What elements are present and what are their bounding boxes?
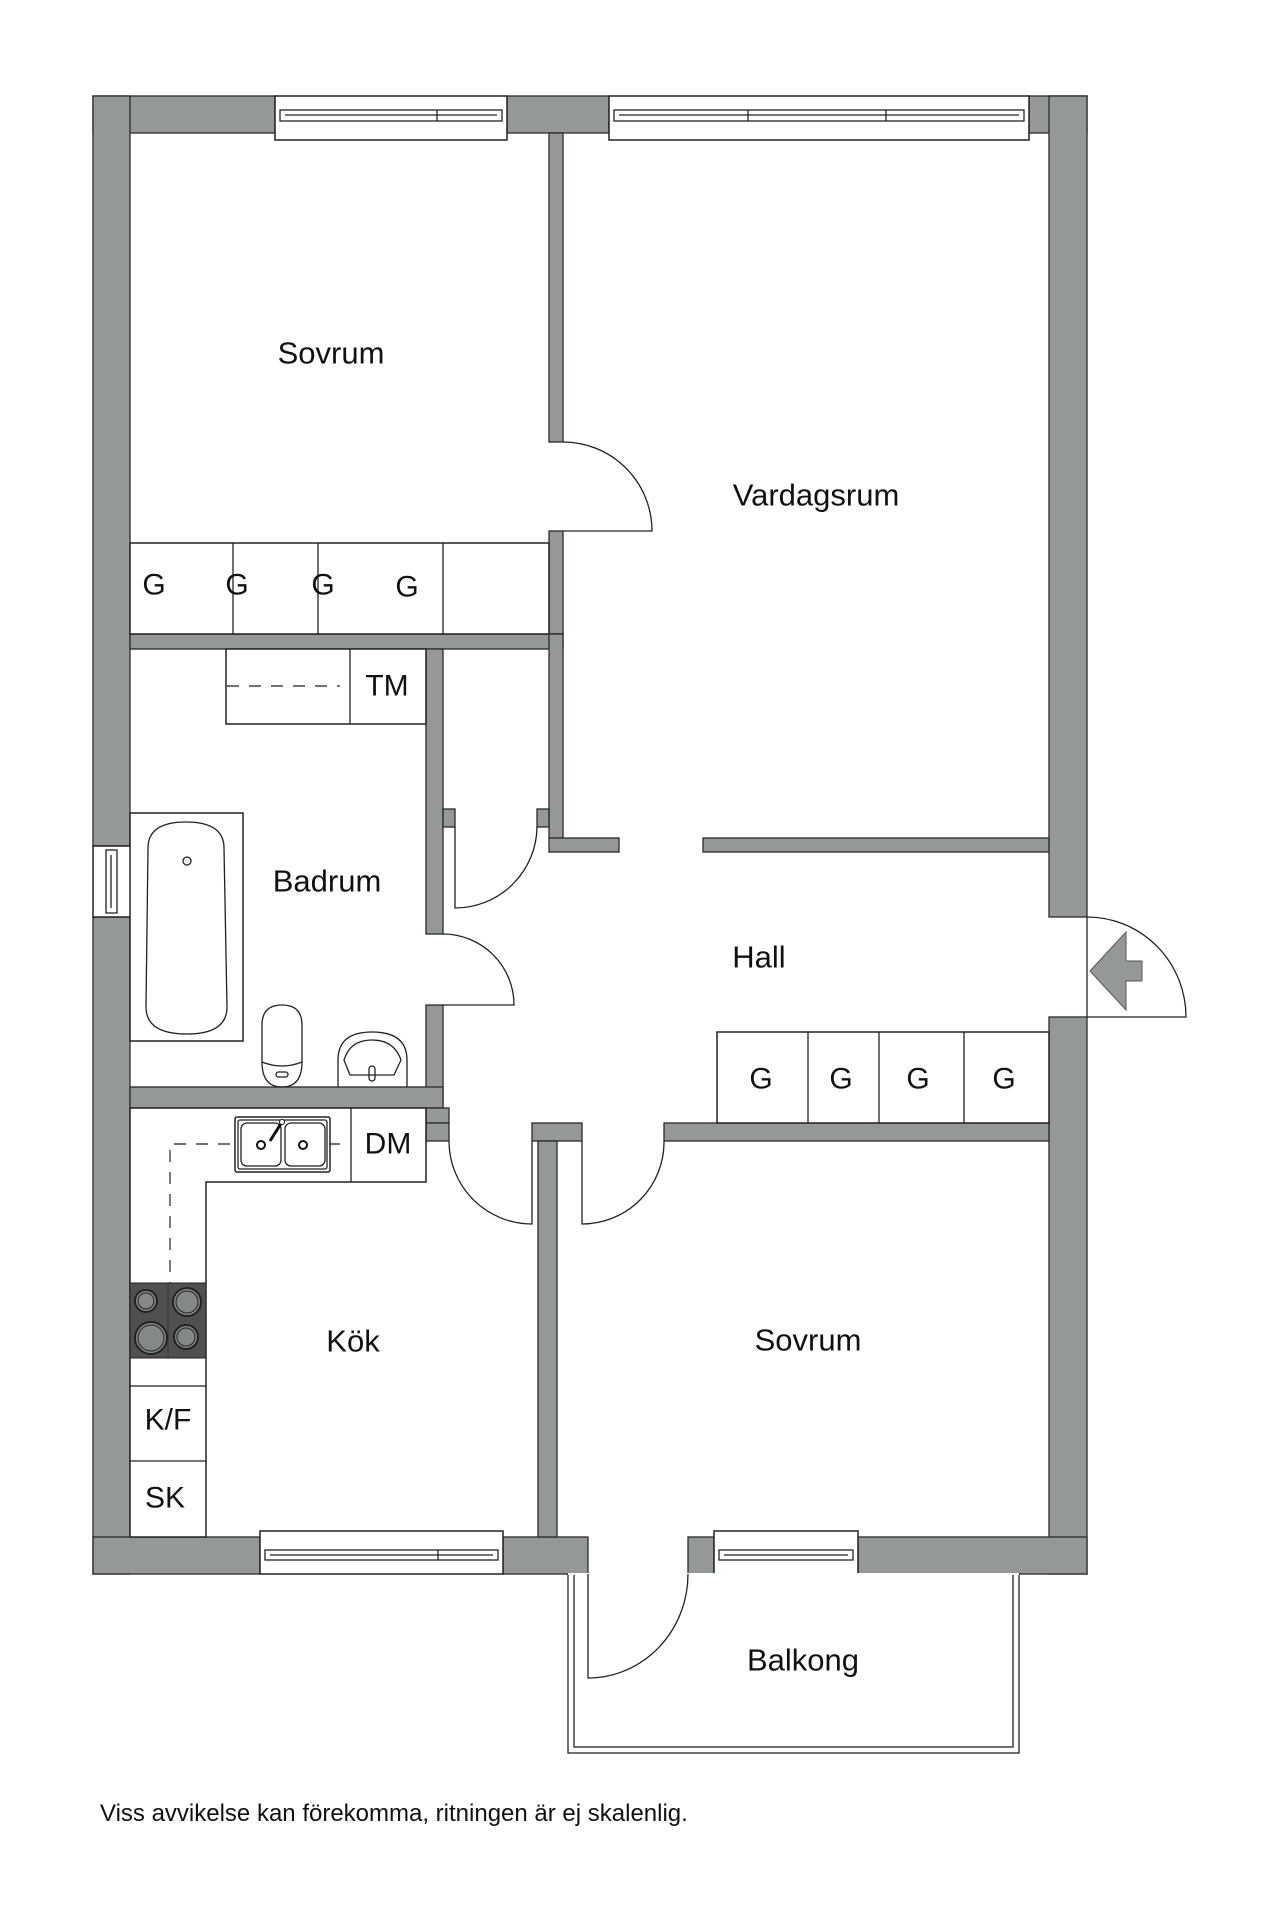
- hall-wardrobes: [716, 1031, 1050, 1124]
- door-balcony: [587, 1573, 689, 1679]
- label-wardrobe: G: [906, 1063, 929, 1096]
- room-labels: Sovrum Vardagsrum Badrum Hall Kök Sovrum…: [273, 336, 900, 1678]
- bathroom-fixtures: [129, 648, 427, 1088]
- door-bathroom: [442, 933, 515, 1006]
- door-bedroom-bottom: [581, 1140, 665, 1225]
- label-bathroom: Badrum: [273, 864, 382, 899]
- door-closet: [454, 826, 538, 909]
- fixture-labels: G G G G G G G G TM DM K/F SK: [142, 569, 1015, 1515]
- kitchen-sink-icon: [234, 1116, 331, 1173]
- washbasin-icon: [337, 1031, 408, 1087]
- disclaimer-text: Viss avvikelse kan förekomma, ritningen …: [100, 1800, 688, 1827]
- bedroom-top-wardrobes: [129, 542, 550, 635]
- door-kitchen: [448, 1140, 533, 1225]
- door-bedroom-top: [562, 441, 653, 532]
- label-hall: Hall: [732, 940, 785, 975]
- label-bedroom-top: Sovrum: [278, 336, 385, 371]
- label-wardrobe: G: [829, 1063, 852, 1096]
- label-wardrobe: G: [311, 569, 334, 602]
- window-bedroom-top: [274, 95, 508, 141]
- label-kitchen: Kök: [326, 1324, 380, 1359]
- label-living-room: Vardagsrum: [733, 478, 900, 513]
- label-wardrobe: G: [395, 571, 418, 604]
- label-wardrobe: G: [992, 1063, 1015, 1096]
- entrance-arrow-icon: [1089, 930, 1143, 1012]
- label-wardrobe: G: [749, 1063, 772, 1096]
- label-dishwasher: DM: [365, 1128, 412, 1161]
- door-entrance: [1086, 916, 1187, 1018]
- balcony-outline: [567, 1573, 1020, 1754]
- stove-icon: [129, 1282, 207, 1359]
- interior-walls: [129, 132, 1050, 1538]
- label-balcony: Balkong: [747, 1643, 859, 1678]
- windows: [92, 95, 1030, 1575]
- bathtub-icon: [145, 821, 228, 1035]
- window-kitchen: [259, 1530, 504, 1575]
- outer-walls: [92, 95, 1088, 1575]
- label-fridge-freezer: K/F: [145, 1404, 192, 1437]
- kitchen-fixtures: [129, 1107, 427, 1538]
- window-living-top: [608, 95, 1030, 141]
- label-washing-machine: TM: [365, 670, 408, 703]
- label-cabinet: SK: [145, 1482, 185, 1515]
- window-bedroom-bottom: [713, 1530, 859, 1575]
- label-bedroom-bottom: Sovrum: [755, 1323, 862, 1358]
- label-wardrobe: G: [225, 569, 248, 602]
- doors: [442, 441, 1187, 1679]
- label-wardrobe: G: [142, 569, 165, 602]
- toilet-icon: [261, 1004, 303, 1088]
